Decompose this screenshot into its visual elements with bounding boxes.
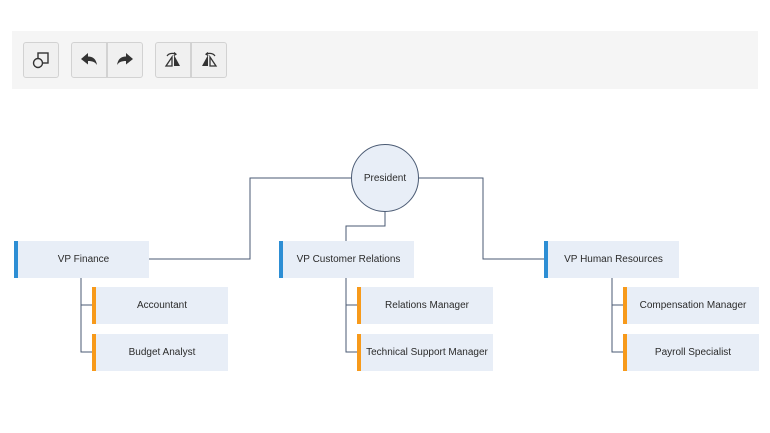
node-technical-support-manager[interactable]: Technical Support Manager [357, 334, 493, 371]
undo-icon [81, 53, 97, 65]
undo-button[interactable] [71, 42, 107, 78]
node-accountant[interactable]: Accountant [92, 287, 228, 324]
node-vp-finance[interactable]: VP Finance [14, 241, 149, 278]
connector-president-vp-customer-relations [345, 212, 386, 241]
redo-button[interactable] [107, 42, 143, 78]
node-budget-analyst[interactable]: Budget Analyst [92, 334, 228, 371]
flip-horizontal-icon [164, 52, 180, 67]
flip-horizontal-button[interactable] [155, 42, 191, 78]
redo-icon [117, 53, 133, 65]
connector-president-vp-human-resources [419, 177, 546, 260]
node-compensation-manager[interactable]: Compensation Manager [623, 287, 759, 324]
shape-icon [32, 52, 49, 69]
node-relations-manager[interactable]: Relations Manager [357, 287, 493, 324]
shape-button[interactable] [23, 42, 59, 78]
node-payroll-specialist[interactable]: Payroll Specialist [623, 334, 759, 371]
node-vp-customer-relations[interactable]: VP Customer Relations [279, 241, 414, 278]
diagram-toolbar [12, 31, 758, 89]
node-president[interactable]: President [351, 144, 419, 212]
flip-alt-icon [202, 52, 218, 67]
flip-alt-button[interactable] [191, 42, 227, 78]
node-vp-human-resources[interactable]: VP Human Resources [544, 241, 679, 278]
